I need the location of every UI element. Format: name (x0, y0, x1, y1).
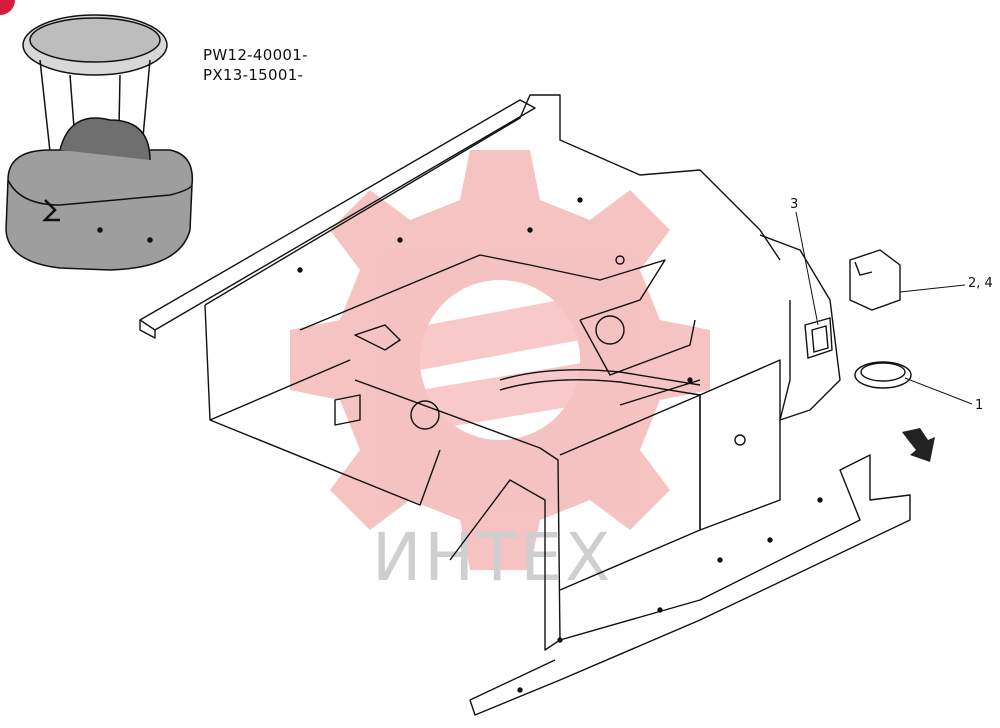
leader-lines (795, 211, 973, 405)
frame-assembly (139, 94, 911, 716)
ring-part-1 (854, 361, 912, 389)
callout-part-3: 3 (790, 197, 799, 212)
watermark-text: ИНТЕХ (372, 519, 613, 596)
watermark-gear-logo (290, 150, 710, 570)
bracket-part-3 (804, 317, 833, 359)
corner-marker (0, 0, 15, 15)
direction-arrow-icon (902, 428, 935, 462)
serial-range-2: PX13-15001- (203, 66, 304, 84)
callout-part-2-4: 2, 4 (968, 276, 993, 291)
serial-range-1: PW12-40001- (203, 46, 308, 64)
callout-part-1: 1 (975, 398, 984, 413)
machine-thumbnail-icon (5, 14, 194, 271)
clamp-part-2-4 (849, 249, 901, 311)
